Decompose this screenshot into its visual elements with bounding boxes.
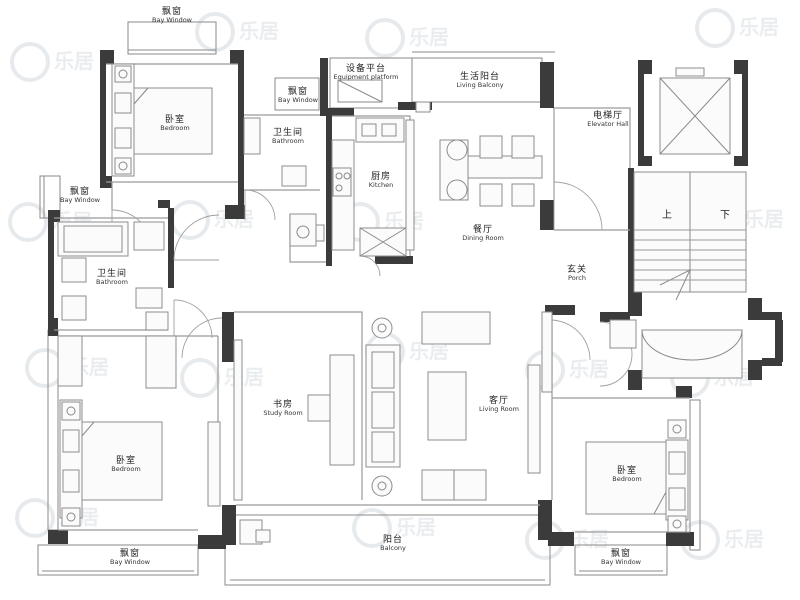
label-cn: 电梯厅 [592, 111, 623, 121]
walls [48, 50, 783, 549]
svg-text:乐居: 乐居 [54, 49, 94, 73]
label-en: Bedroom [111, 465, 141, 474]
label-cn: 玄关 [566, 265, 588, 275]
label-en: Bathroom [272, 137, 304, 146]
room-label-equipment-platform: 设备平台 Equipment platform [334, 64, 399, 82]
label-cn: 厨房 [370, 172, 391, 182]
label-cn: 飘窗 [69, 187, 91, 197]
room-label-bathroom-top: 卫生间 Bathroom [272, 128, 304, 146]
label-en: Living Balcony [456, 81, 504, 90]
svg-text:乐居: 乐居 [396, 515, 436, 539]
svg-text:乐居: 乐居 [239, 19, 279, 43]
room-label-kitchen: 厨房 Kitchen [369, 172, 393, 190]
svg-text:乐居: 乐居 [224, 365, 264, 389]
room-label-bay-window-top: 飘窗 Bay Window [152, 7, 192, 25]
label-en: Study Room [263, 409, 303, 418]
label-cn: 卫生间 [96, 269, 127, 279]
room-label-bay-window-se: 飘窗 Bay Window [601, 549, 641, 567]
room-label-bay-window-west: 飘窗 Bay Window [60, 187, 100, 205]
room-label-bay-window-sw: 飘窗 Bay Window [110, 549, 150, 567]
label-en: Balcony [380, 544, 406, 553]
svg-text:乐居: 乐居 [569, 357, 609, 381]
label-en: Living Room [479, 405, 519, 414]
room-label-porch: 玄关 Porch [567, 265, 587, 283]
svg-text:乐居: 乐居 [744, 207, 784, 231]
label-cn: 飘窗 [610, 549, 632, 559]
label-en: Bathroom [96, 278, 128, 287]
label-en: Bay Window [60, 196, 100, 205]
label-cn: 餐厅 [472, 225, 493, 235]
room-label-bay-window-small: 飘窗 Bay Window [278, 87, 318, 105]
label-cn: 设备平台 [345, 64, 386, 74]
svg-text:乐居: 乐居 [569, 527, 609, 551]
label-cn: 卧室 [164, 115, 185, 125]
label-en: Dining Room [462, 234, 504, 243]
room-label-bedroom-sw: 卧室 Bedroom [111, 456, 140, 474]
label-en: Elevator Hall [587, 120, 629, 129]
label-cn: 飘窗 [287, 87, 309, 97]
label-en: Bay Window [152, 16, 192, 25]
label-en: Bay Window [278, 96, 318, 105]
label-en: Equipment platform [333, 73, 399, 82]
room-label-study-room: 书房 Study Room [263, 400, 302, 418]
svg-text:乐居: 乐居 [739, 15, 779, 39]
room-label-bedroom-nw: 卧室 Bedroom [160, 115, 189, 133]
furniture [57, 63, 747, 545]
label-cn: 阳台 [382, 535, 404, 545]
room-label-living-room: 客厅 Living Room [479, 396, 519, 414]
room-label-dining-room: 餐厅 Dining Room [462, 225, 504, 243]
room-label-living-balcony: 生活阳台 Living Balcony [456, 72, 503, 90]
label-cn: 卧室 [616, 466, 637, 476]
label-cn: 书房 [272, 400, 293, 410]
label-en: Bay Window [110, 558, 150, 567]
label-cn: 生活阳台 [459, 72, 501, 82]
svg-text:乐居: 乐居 [409, 25, 449, 49]
room-label-elevator-hall: 电梯厅 Elevator Hall [587, 111, 629, 129]
label-cn: 飘窗 [119, 549, 141, 559]
label-en: Bedroom [160, 124, 190, 133]
label-en: Bedroom [612, 475, 642, 484]
stairs-up-label: 上 [662, 210, 672, 221]
room-label-bedroom-se: 卧室 Bedroom [612, 466, 641, 484]
label-cn: 飘窗 [161, 7, 183, 17]
label-cn: 卧室 [115, 456, 136, 466]
svg-text:乐居: 乐居 [724, 527, 764, 551]
label-cn: 客厅 [488, 396, 509, 406]
label-en: Porch [568, 274, 586, 283]
room-label-bathroom-west: 卫生间 Bathroom [96, 269, 128, 287]
label-en: Bay Window [601, 558, 641, 567]
label-en: Kitchen [368, 181, 394, 190]
stairs-down-label: 下 [720, 210, 730, 221]
room-label-balcony: 阳台 Balcony [380, 535, 406, 553]
label-cn: 卫生间 [272, 128, 303, 138]
